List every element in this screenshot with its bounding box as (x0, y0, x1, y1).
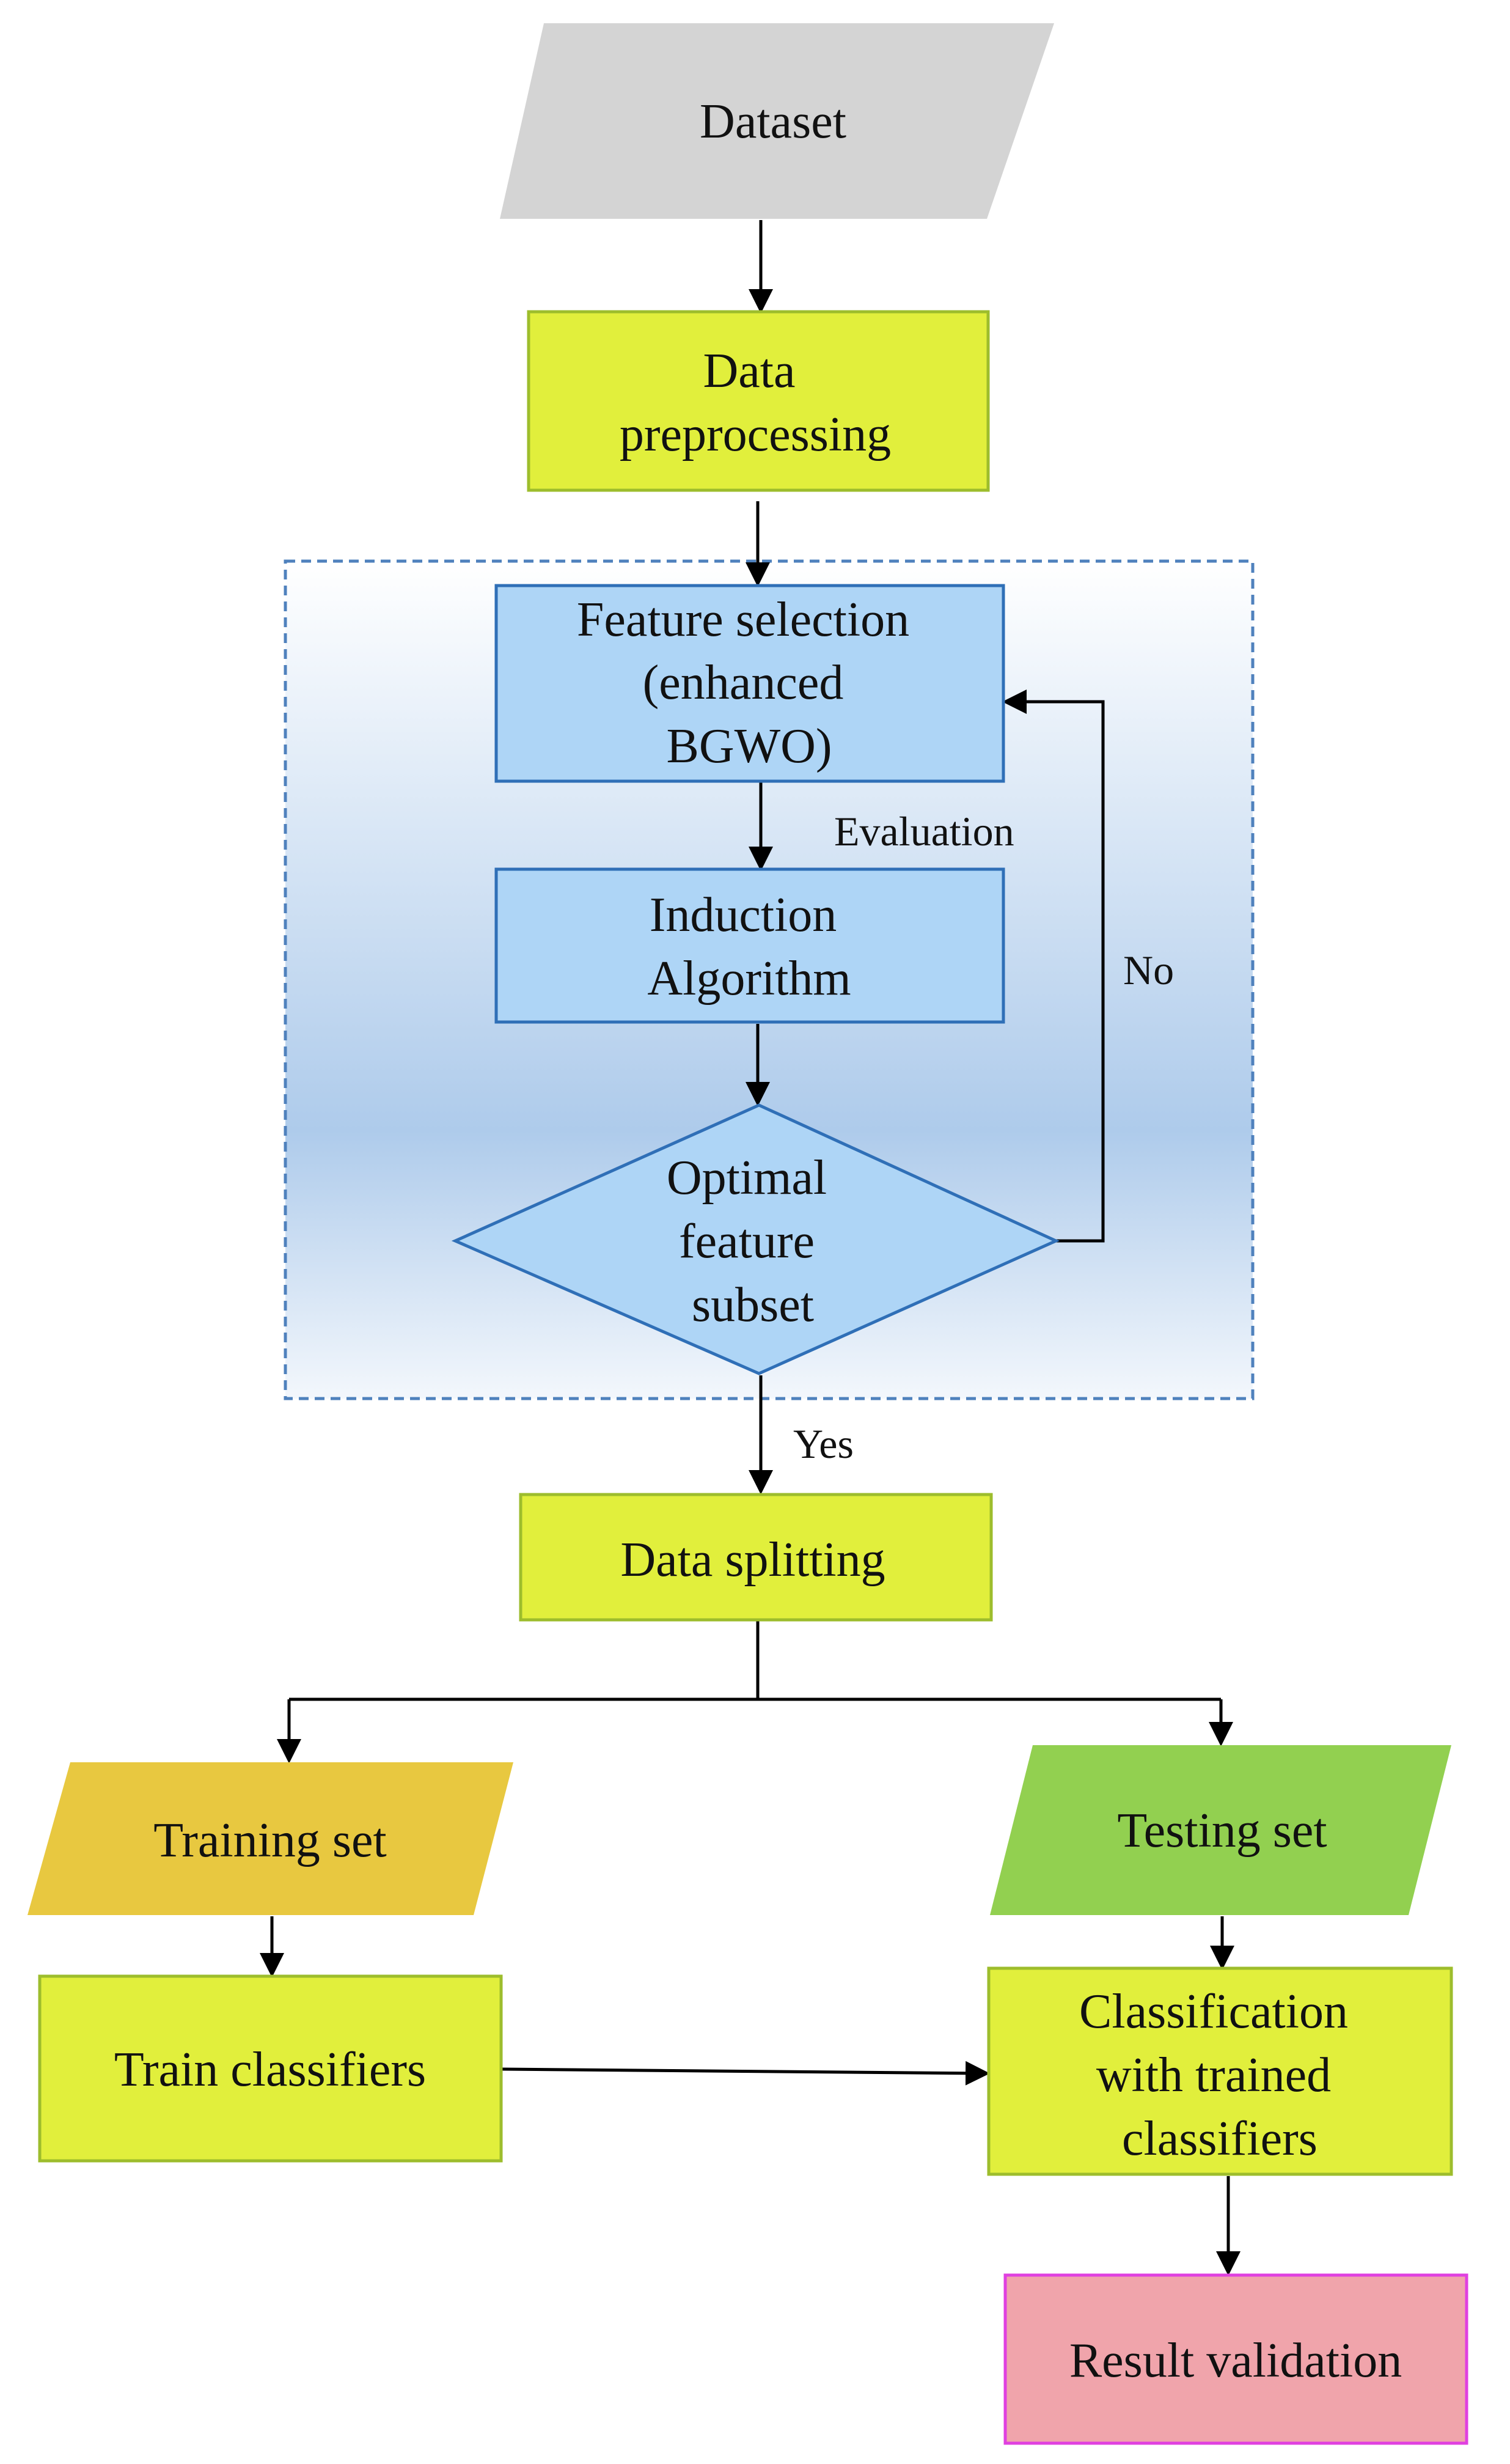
induction-algorithm-label-line: Algorithm (647, 952, 851, 1006)
dataset-label: Dataset (700, 95, 846, 149)
feature-selection-label: Feature selection (enhanced BGWO) (577, 593, 922, 773)
optimal-feature-subset-label-line: subset (692, 1278, 814, 1332)
classification-node (987, 1966, 1453, 2176)
result-validation-node (1003, 2273, 1468, 2445)
data-preprocessing-label-line: preprocessing (620, 408, 891, 462)
optimal-feature-subset-label-line: feature (679, 1215, 815, 1268)
edge-train-to-classification (502, 2061, 990, 2086)
train-classifiers-label: Train classifiers (114, 2043, 426, 2097)
train-classifiers-node (38, 1974, 503, 2163)
data-preprocessing-node (527, 310, 990, 492)
feature-selection-label-line: BGWO) (666, 719, 832, 773)
evaluation-edge-label: Evaluation (834, 808, 1014, 855)
train-classifiers-label-line: Train classifiers (114, 2043, 426, 2097)
optimal-feature-subset-label-line: Optimal (667, 1151, 827, 1205)
training-set-label-line: Training set (153, 1814, 387, 1867)
dataset-node (500, 23, 1054, 219)
testing-set-label-line: Testing set (1117, 1804, 1327, 1858)
classification-label-line: classifiers (1122, 2112, 1318, 2166)
feature-selection-label-line: Feature selection (577, 593, 909, 647)
induction-algorithm-node (494, 867, 1005, 1024)
feature-selection-label-line: (enhanced (643, 656, 844, 710)
classification-label-line: with trained (1096, 2048, 1331, 2102)
induction-algorithm-label: Induction Algorithm (647, 888, 851, 1006)
data-preprocessing-label-line: Data (703, 344, 795, 398)
data-preprocessing-label: Data preprocessing (620, 344, 891, 462)
classification-label-line: Classification (1079, 1985, 1348, 2039)
optimal-feature-subset-label: Optimal feature subset (667, 1151, 839, 1332)
result-validation-label-line: Result validation (1069, 2334, 1402, 2388)
training-set-node (27, 1762, 513, 1915)
testing-set-node (990, 1745, 1451, 1915)
induction-algorithm-label-line: Induction (650, 888, 837, 942)
classification-label: Classification with trained classifiers (1079, 1985, 1360, 2166)
no-edge-label: No (1123, 947, 1174, 993)
data-splitting-label: Data splitting (620, 1533, 885, 1587)
yes-edge-label: Yes (793, 1421, 854, 1467)
training-set-label: Training set (153, 1814, 387, 1867)
result-validation-label: Result validation (1069, 2334, 1402, 2388)
data-splitting-node (519, 1493, 993, 1622)
testing-set-label: Testing set (1117, 1804, 1327, 1858)
feature-selection-node (494, 584, 1005, 783)
optimal-feature-subset-decision (451, 1103, 1060, 1375)
edge-no-loop-back (1002, 690, 1105, 1243)
dataset-label-line: Dataset (700, 95, 846, 149)
data-splitting-label-line: Data splitting (620, 1533, 885, 1587)
